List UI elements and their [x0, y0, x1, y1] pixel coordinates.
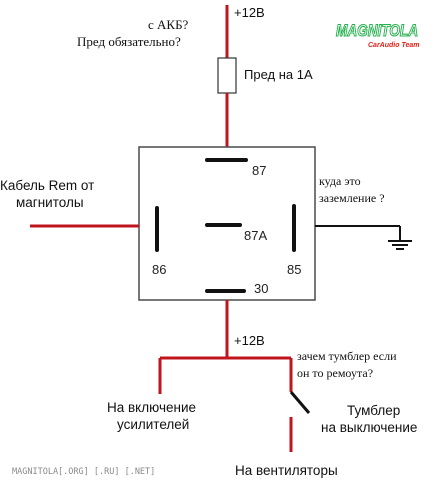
pin-87a-label: 87A [244, 228, 267, 243]
akb-question-line2: Пред обязательно? [77, 34, 181, 49]
toggle-question-line2: он то ремоута? [297, 366, 373, 380]
amp-label-line1: На включение [107, 400, 196, 415]
plus12v-top-label: +12В [234, 5, 265, 20]
ground-wire [315, 225, 401, 240]
amp-label-line2: усилителей [117, 417, 189, 432]
toggle-question-line1: зачем тумблер если [297, 349, 397, 363]
ground-question-line2: заземление ? [319, 191, 385, 205]
site-watermark: MAGNITOLA[.ORG] [.RU] [.NET] [12, 467, 155, 477]
toggle-label-line1: Тумблер [347, 403, 400, 418]
ground-icon [388, 240, 412, 250]
akb-question-line1: с АКБ? [148, 17, 189, 32]
rem-label-line1: Кабель Rem от [0, 178, 94, 193]
fuse-body [217, 57, 237, 94]
fans-label: На вентиляторы [235, 463, 338, 478]
logo-tagline-text: CarAudio Team [368, 42, 419, 49]
output-wiring [158, 300, 311, 452]
magnitola-logo: MAGNITOLA CarAudio Team [335, 20, 419, 49]
pin-86-label: 86 [152, 262, 166, 277]
ground-question-line1: куда это [319, 174, 361, 188]
pin-87-label: 87 [252, 163, 266, 178]
toggle-label-line2: на выключение [321, 420, 417, 435]
top-supply-wire [217, 5, 237, 147]
pin-30-label: 30 [254, 281, 268, 296]
pin-85-label: 85 [287, 262, 301, 277]
fuse-label: Пред на 1А [244, 67, 313, 82]
relay-contacts [155, 158, 296, 293]
plus12v-bottom-label: +12В [234, 333, 265, 348]
rem-label-line2: магнитолы [16, 195, 84, 210]
logo-brand-text: MAGNITOLA [336, 21, 418, 40]
toggle-switch-lever [289, 391, 311, 414]
